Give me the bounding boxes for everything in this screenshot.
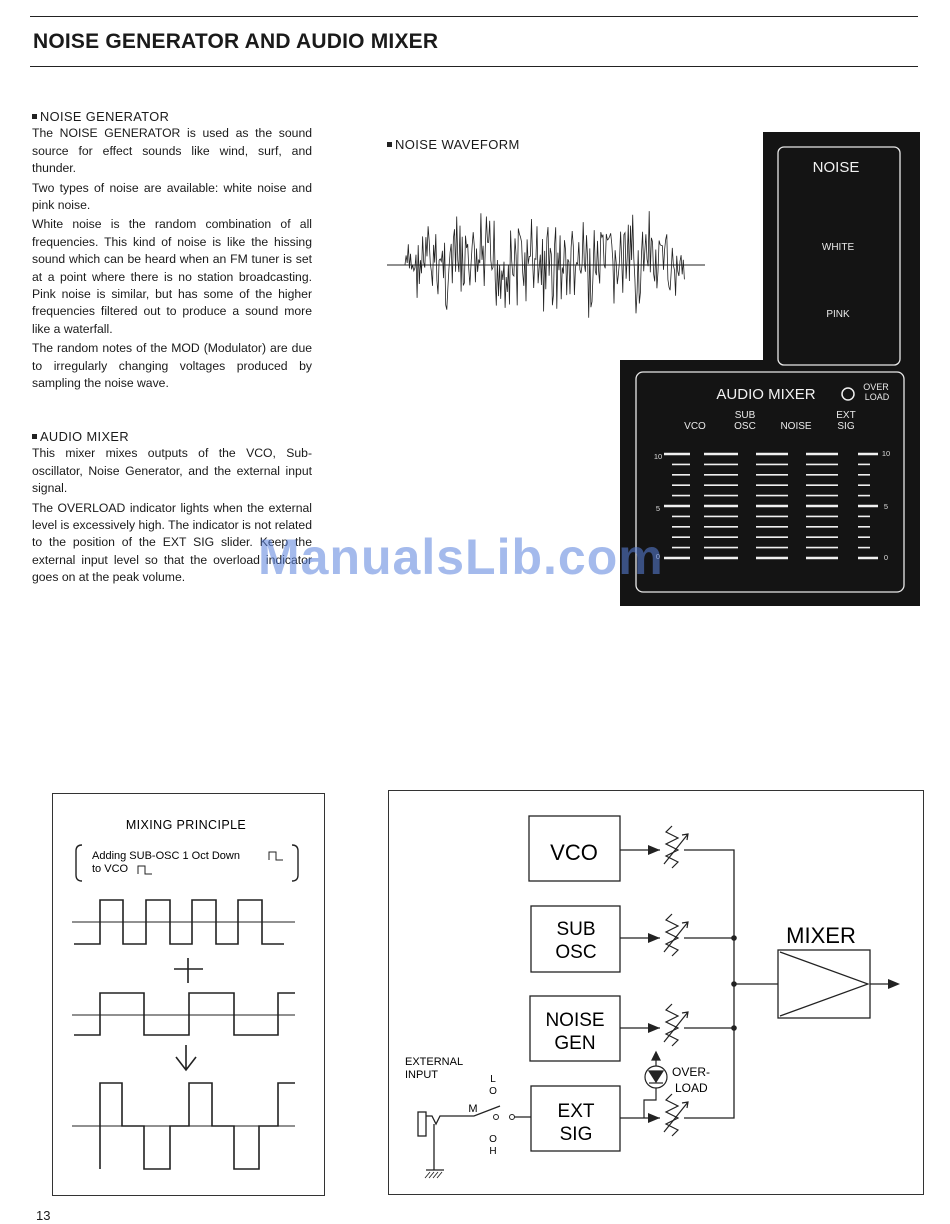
switch-m-label: M [468, 1103, 477, 1115]
overload-label-top: OVER [863, 382, 889, 392]
input-jack-icon [417, 1105, 501, 1171]
overload-label: LOAD [675, 1081, 708, 1095]
audio-mixer-heading: AUDIO MIXER [32, 428, 312, 445]
mixer-paragraph: The OVERLOAD indicator lights when the e… [32, 500, 312, 585]
mixer-panel-frame [635, 371, 905, 593]
bullet-square-icon [32, 434, 37, 440]
overload-led-icon [643, 1050, 668, 1118]
noise-paragraph: Two types of noise are available: white … [32, 180, 312, 213]
attenuator-icon [663, 825, 689, 869]
noise-panel-title: NOISE [813, 159, 860, 176]
mixer-block-diagram: VCO SUB OSC NOISE GEN EXT SIG MIXER EXTE… [388, 790, 924, 1195]
mixed-waveform [99, 1082, 295, 1170]
noise-panel-frame [777, 146, 901, 366]
switch-lo-label: O [489, 1086, 497, 1097]
scale-label-right: 5 [884, 502, 888, 511]
title-rule [30, 66, 918, 67]
noise-paragraph: The random notes of the MOD (Modulator) … [32, 341, 312, 391]
ground-icon [424, 1171, 443, 1179]
white-noise-label: WHITE [822, 242, 855, 253]
attenuator-icon [663, 1003, 689, 1047]
bracket-right [291, 844, 299, 882]
external-input-label: EXTERNAL [405, 1056, 463, 1068]
mixing-principle-title: MIXING PRINCIPLE [126, 818, 246, 832]
ext-sig-block-label: SIG [560, 1124, 593, 1145]
vco-block-label: VCO [550, 840, 598, 865]
channel-label: EXT [836, 410, 855, 421]
channel-label: OSC [734, 421, 756, 432]
noise-gen-block-label: GEN [554, 1033, 595, 1054]
channel-label: SIG [837, 421, 854, 432]
scale-label-left: 10 [654, 452, 662, 461]
overload-label: OVER- [672, 1065, 710, 1079]
attenuator-icon [663, 1093, 689, 1137]
pink-noise-label: PINK [826, 309, 850, 320]
scale-label-left: 5 [656, 504, 660, 513]
channel-label: NOISE [780, 421, 811, 432]
noise-waveform-title: NOISE WAVEFORM [387, 137, 520, 152]
switch-contact-icon [509, 1114, 515, 1120]
switch-hi-label: O [489, 1134, 497, 1145]
switch-contact-icon [493, 1114, 499, 1120]
arrow-down-icon [175, 1045, 197, 1072]
bullet-square-icon [387, 142, 392, 148]
noise-paragraph: White noise is the random combination of… [32, 217, 312, 336]
sub-osc-block [530, 905, 621, 973]
scale-label-right: 0 [884, 553, 888, 562]
mixing-caption: Adding SUB-OSC 1 Oct Down [92, 850, 240, 862]
noise-gen-block-label: NOISE [545, 1010, 604, 1031]
switch-lo-label: L [490, 1074, 496, 1085]
bullet-square-icon [32, 114, 37, 120]
top-rule [30, 16, 918, 17]
audio-mixer-section: AUDIO MIXER This mixer mixes outputs of … [32, 428, 312, 589]
noise-generator-section: NOISE GENERATOR The NOISE GENERATOR is u… [32, 108, 312, 395]
overload-label-bottom: LOAD [865, 392, 890, 402]
overload-led-icon [841, 387, 855, 401]
sub-osc-block-label: SUB [556, 919, 595, 940]
switch-hi-label: H [489, 1146, 496, 1157]
ext-sig-block-label: EXT [558, 1101, 595, 1122]
mixing-principle-figure: MIXING PRINCIPLE Adding SUB-OSC 1 Oct Do… [52, 793, 325, 1196]
bracket-left [75, 844, 83, 882]
mixer-block-label: MIXER [786, 923, 856, 948]
external-input-label: INPUT [405, 1069, 438, 1081]
watermark: ManualsLib.com [258, 529, 664, 585]
square-wave-icon [137, 865, 152, 875]
mixer-paragraph: This mixer mixes outputs of the VCO, Sub… [32, 446, 312, 496]
sub-osc-waveform [74, 992, 295, 1036]
mixer-panel-title: AUDIO MIXER [716, 386, 815, 403]
mixing-caption: to VCO [92, 863, 129, 875]
amplifier-triangle-icon [779, 951, 870, 1017]
page-number: 13 [36, 1208, 51, 1223]
synth-panel: NOISE WHITE PINK AUDIO MIXER OVER LOAD V… [620, 132, 920, 606]
square-wave-icon [268, 851, 283, 861]
channel-label: SUB [735, 410, 756, 421]
sub-osc-block-label: OSC [555, 942, 596, 963]
attenuator-icon [663, 913, 689, 957]
scale-label-right: 10 [882, 449, 890, 458]
vco-waveform [74, 899, 284, 945]
vco-block [528, 815, 621, 882]
noise-generator-heading: NOISE GENERATOR [32, 108, 312, 125]
scale-label-left: 0 [656, 552, 660, 561]
channel-label: VCO [684, 421, 706, 432]
page-title: NOISE GENERATOR AND AUDIO MIXER [33, 30, 439, 53]
mixer-block [777, 949, 871, 1019]
noise-paragraph: The NOISE GENERATOR is used as the sound… [32, 126, 312, 176]
noise-waveform [387, 211, 705, 318]
